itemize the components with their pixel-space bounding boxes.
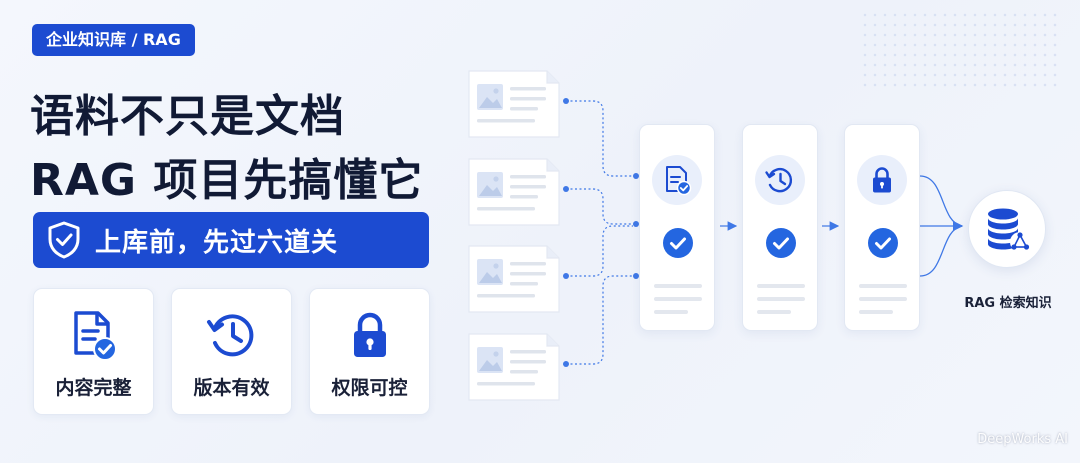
rag-knowledge-node — [968, 190, 1046, 268]
document-check-icon — [73, 311, 117, 361]
placeholder-line — [654, 284, 702, 288]
rag-node-label: RAG 检索知识 — [964, 296, 1052, 311]
check-circle-icon — [868, 228, 898, 258]
stage-version-check — [742, 124, 818, 331]
placeholder-line — [654, 310, 688, 314]
document-thumbnail — [468, 333, 560, 401]
placeholder-line — [654, 297, 702, 301]
placeholder-line — [757, 297, 805, 301]
stage-content-check — [639, 124, 715, 331]
card-content-complete: 内容完整 — [33, 288, 154, 415]
gate-banner-text: 上库前，先过六道关 — [95, 227, 339, 258]
stage-access-check — [844, 124, 920, 331]
database-network-icon — [988, 208, 1030, 252]
card-label: 内容完整 — [55, 377, 132, 399]
headline-line-2: RAG 项目先搞懂它 — [30, 155, 424, 206]
lock-icon — [353, 312, 386, 357]
card-label: 版本有效 — [193, 377, 270, 399]
placeholder-line — [859, 284, 907, 288]
placeholder-line — [757, 284, 805, 288]
placeholder-line — [859, 297, 907, 301]
history-clock-icon — [765, 167, 793, 193]
gate-banner: 上库前，先过六道关 — [33, 212, 429, 268]
watermark: DeepWorks AI — [977, 432, 1068, 447]
checkpoint-cards: 内容完整 版本有效 权限可控 — [33, 288, 430, 415]
document-thumbnail — [468, 70, 560, 138]
stage-icon-badge — [857, 155, 907, 205]
stage-icon-badge — [652, 155, 702, 205]
stage-icon-badge — [755, 155, 805, 205]
placeholder-line — [757, 310, 791, 314]
card-label: 权限可控 — [331, 377, 408, 399]
category-tag: 企业知识库 / RAG — [32, 24, 195, 56]
card-access-control: 权限可控 — [309, 288, 430, 415]
placeholder-line — [859, 310, 893, 314]
document-thumbnail — [468, 158, 560, 226]
shield-check-icon — [48, 221, 80, 259]
dot-pattern — [860, 10, 1060, 90]
lock-icon — [873, 167, 891, 193]
document-thumbnail — [468, 245, 560, 313]
history-clock-icon — [206, 314, 253, 357]
check-circle-icon — [766, 228, 796, 258]
headline-line-1: 语料不只是文档 — [30, 91, 345, 142]
document-check-icon — [666, 166, 692, 196]
card-version-valid: 版本有效 — [171, 288, 292, 415]
check-circle-icon — [663, 228, 693, 258]
